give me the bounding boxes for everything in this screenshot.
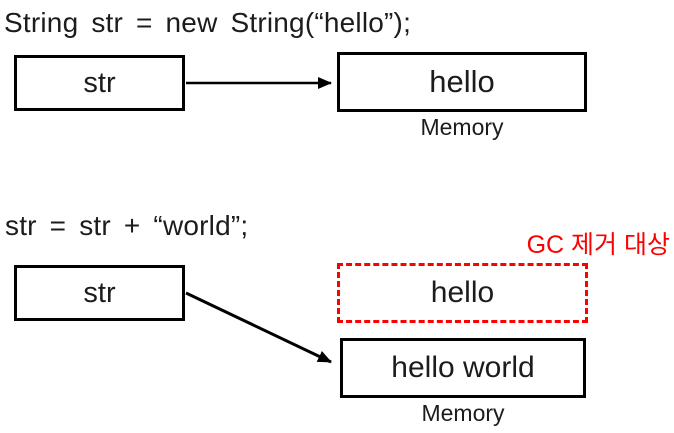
memory-label-top: Memory xyxy=(420,114,504,140)
value-box-hello-top: hello xyxy=(337,52,587,112)
variable-box-str-top-label: str xyxy=(83,66,116,99)
value-box-hello-top-label: hello xyxy=(429,64,495,99)
code-line-bottom: str = str + “world”; xyxy=(5,210,249,241)
memory-label-bottom: Memory xyxy=(421,400,505,426)
code-line-top: String str = new String(“hello”); xyxy=(4,7,412,38)
variable-box-str-top: str xyxy=(14,55,185,111)
value-box-helloworld-label: hello world xyxy=(391,351,535,384)
garbage-box-hello-label: hello xyxy=(430,276,495,309)
variable-box-str-bottom-label: str xyxy=(83,276,116,309)
garbage-box-hello: hello xyxy=(337,263,588,323)
value-box-helloworld: hello world xyxy=(340,338,586,398)
gc-target-label: GC 제거 대상 xyxy=(526,231,670,259)
reference-arrow-bottom xyxy=(185,291,332,364)
variable-box-str-bottom: str xyxy=(14,265,185,321)
